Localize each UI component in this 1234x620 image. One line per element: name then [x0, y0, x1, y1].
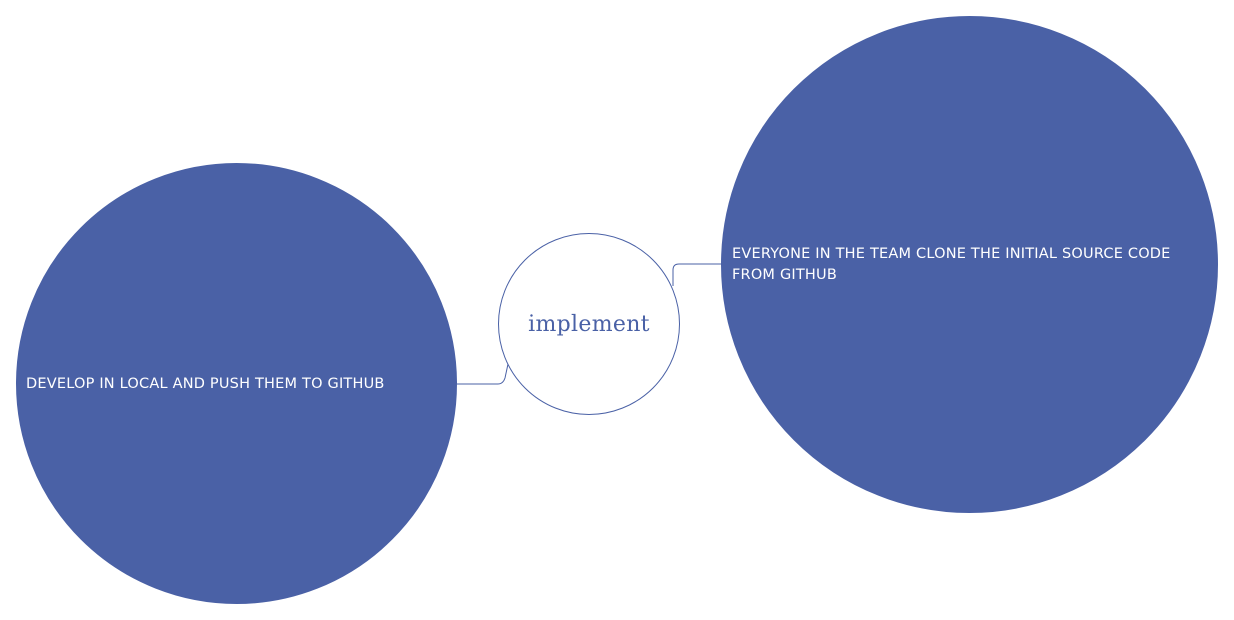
central-node: implement	[498, 233, 680, 415]
branch-label-clone: EVERYONE IN THE TEAM CLONE THE INITIAL S…	[732, 246, 1171, 283]
branch-node-develop: DEVELOP IN LOCAL AND PUSH THEM TO GITHUB	[16, 163, 457, 604]
connector-right	[672, 263, 721, 286]
branch-node-clone: EVERYONE IN THE TEAM CLONE THE INITIAL S…	[721, 16, 1218, 513]
connector-left	[457, 363, 509, 385]
branch-label-develop: DEVELOP IN LOCAL AND PUSH THEM TO GITHUB	[26, 376, 385, 392]
central-label: implement	[528, 311, 650, 337]
